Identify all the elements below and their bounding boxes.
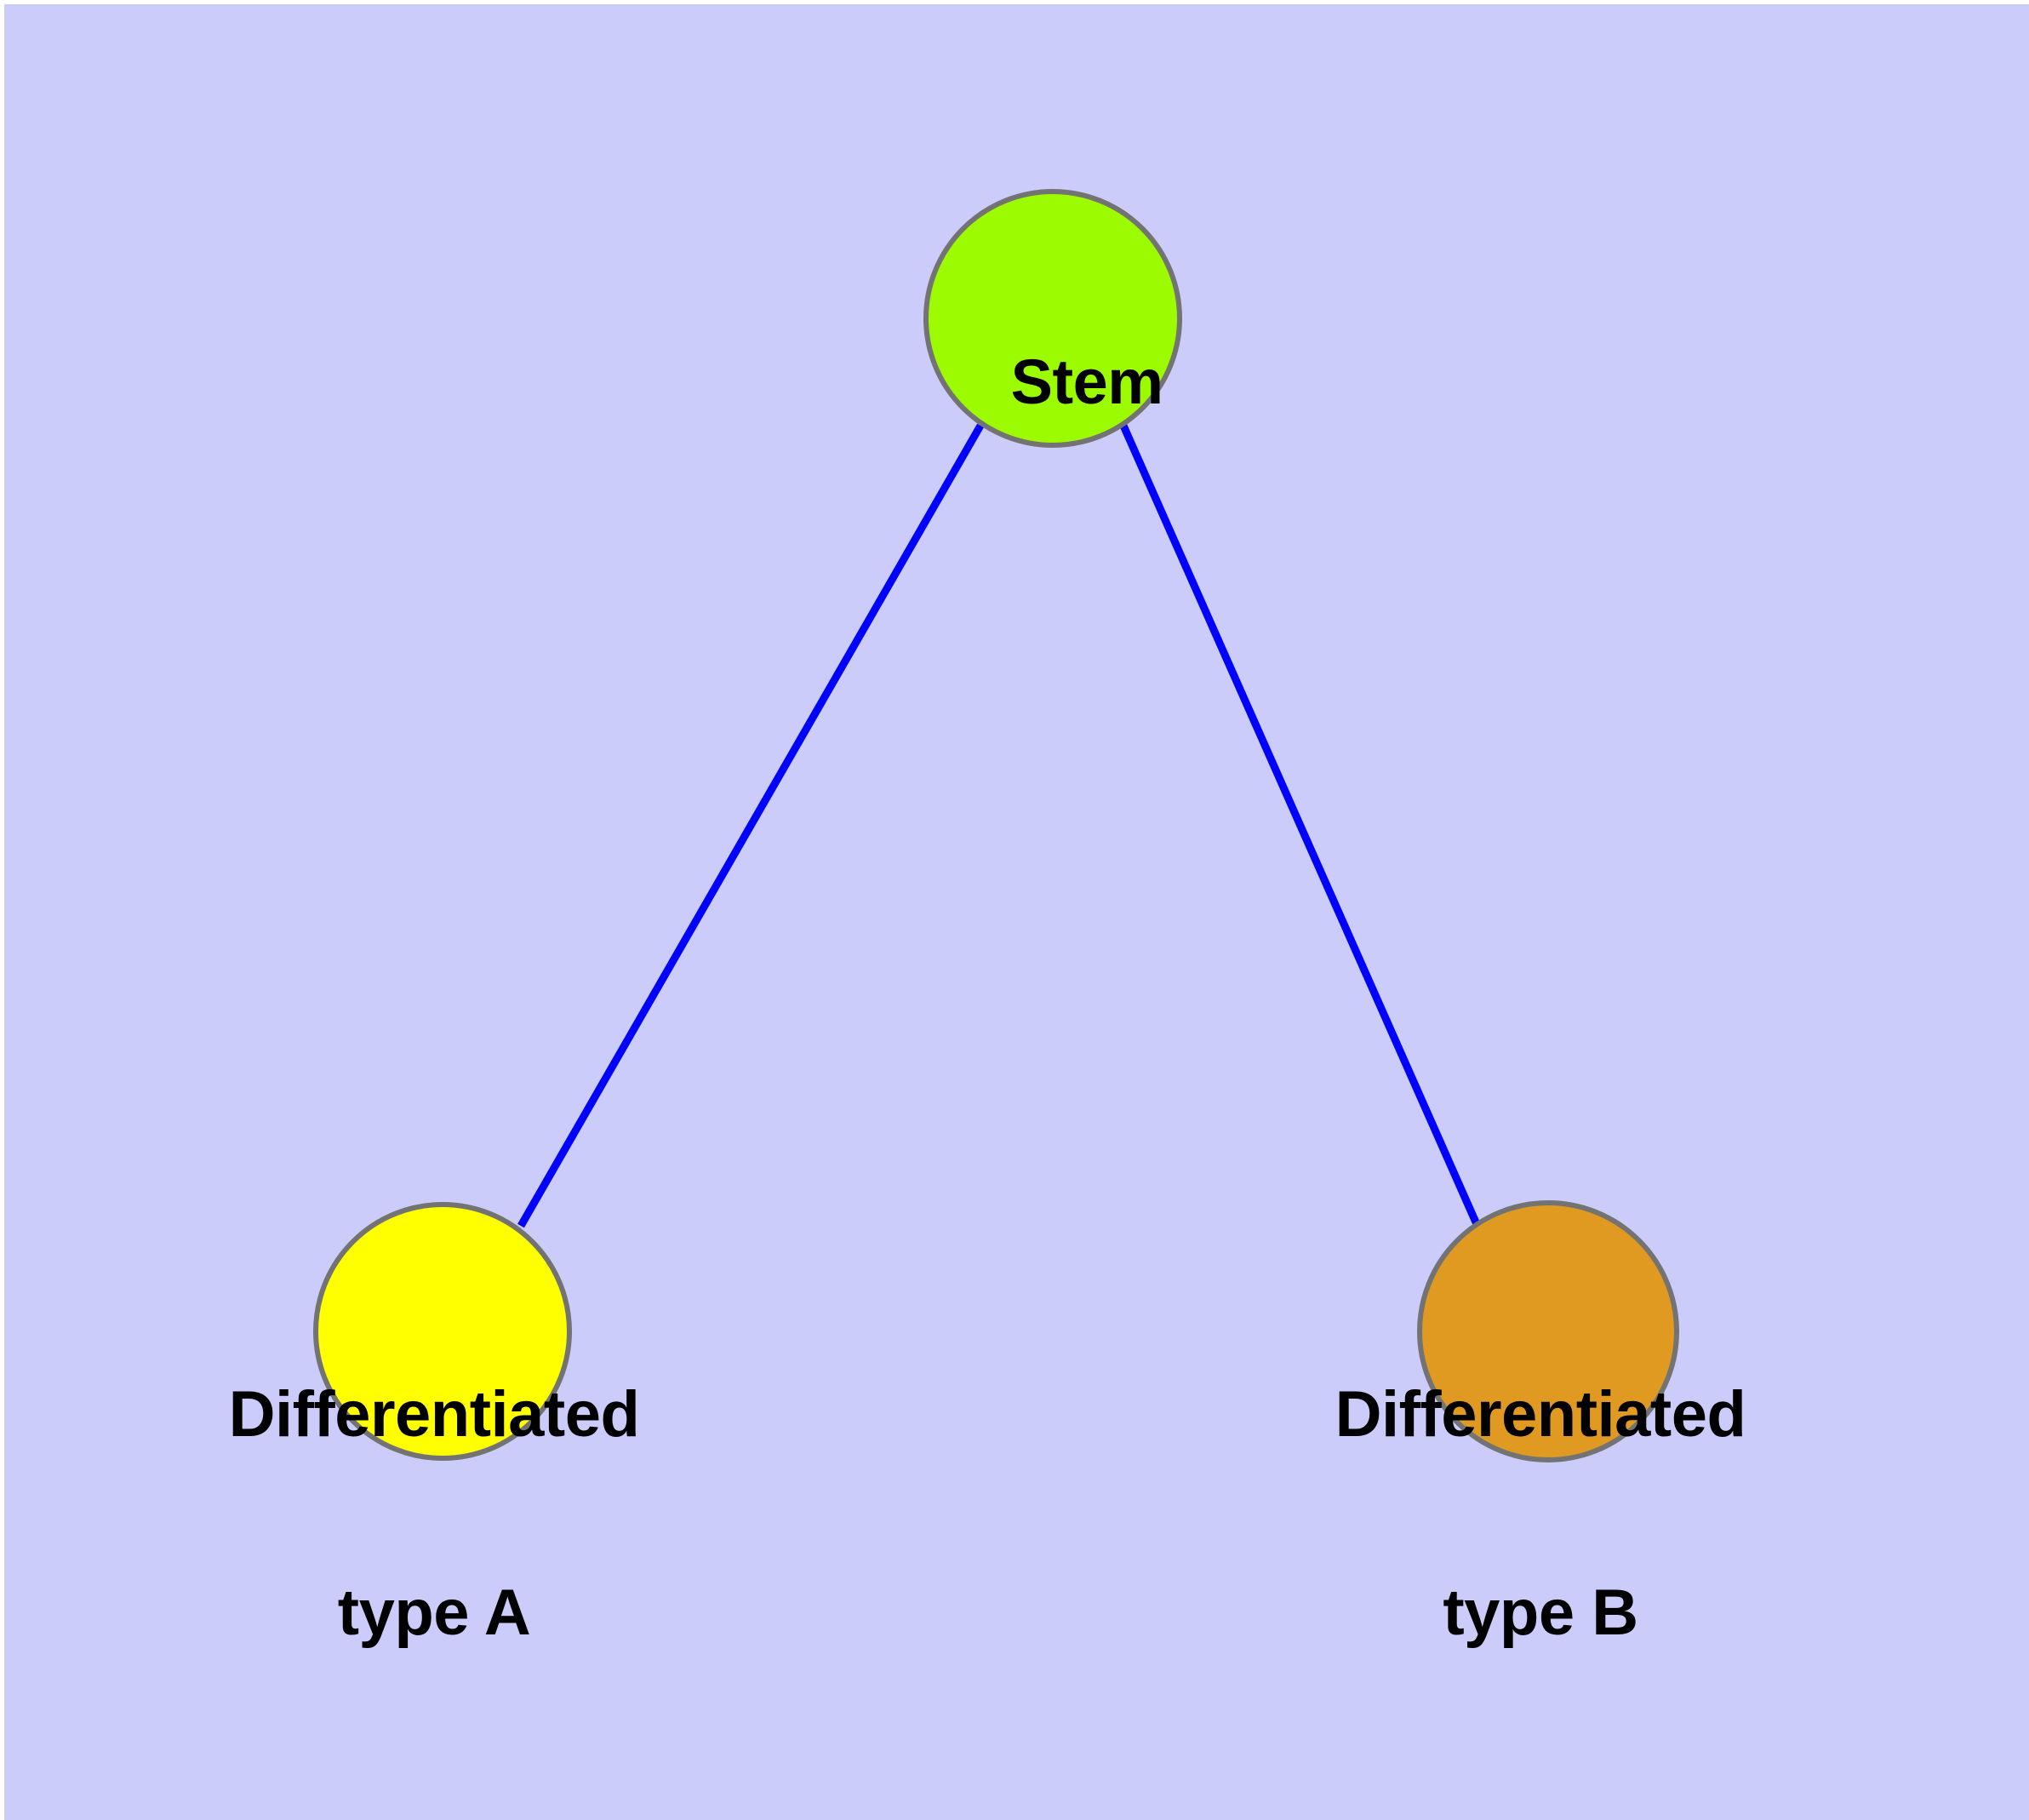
edge-layer xyxy=(517,423,1481,1228)
edge-stem-to-differentiated-type-a[interactable] xyxy=(517,423,984,1228)
node-stem[interactable] xyxy=(923,189,1182,448)
node-differentiated-type-b[interactable] xyxy=(1417,1200,1679,1462)
node-layer xyxy=(313,189,1679,1462)
edge-stem-to-differentiated-type-b[interactable] xyxy=(1119,424,1481,1226)
node-differentiated-type-a[interactable] xyxy=(313,1202,572,1461)
